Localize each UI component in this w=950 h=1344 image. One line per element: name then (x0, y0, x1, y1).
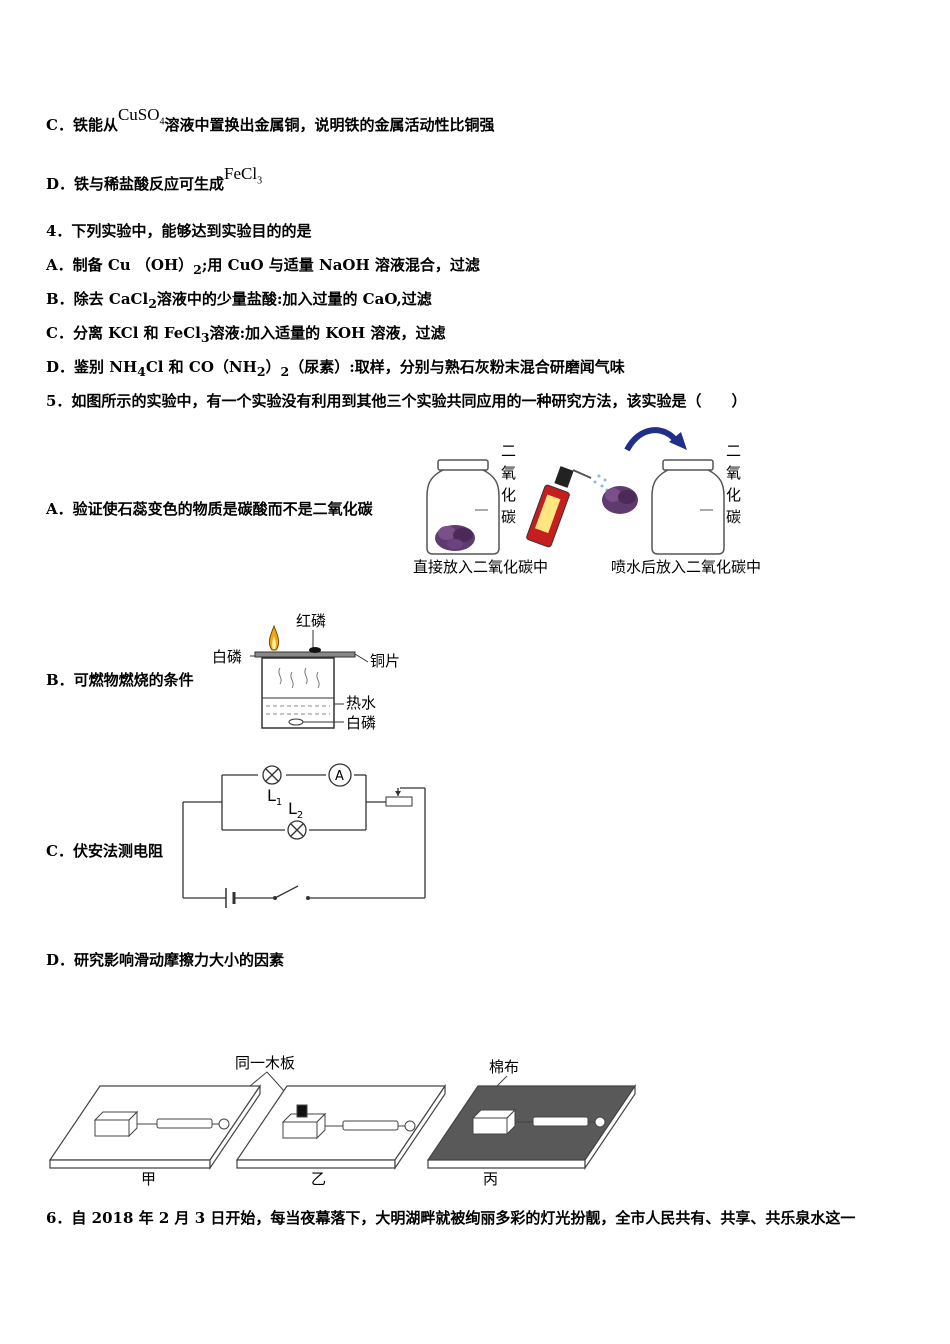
caption-direct: 直接放入二氧化碳中 (413, 558, 548, 576)
label-white-phosphorus-bottom: 白磷 (346, 714, 376, 732)
gas-label-right-2: 氧 (726, 464, 741, 482)
q4-option-d: D．鉴别 NH4Cl 和 CO（NH2）2（尿素）:取样，分别与熟石灰粉末混合研… (46, 358, 625, 379)
block-jia (93, 1110, 230, 1138)
label-bing: 丙 (483, 1170, 498, 1188)
gas-label-left-1: 二 (501, 442, 516, 460)
weight-icon (296, 1104, 308, 1118)
q3-option-c: C．铁能从CuSO4溶液中置换出金属铜，说明铁的金属活动性比铜强 (46, 105, 495, 134)
label-yi: 乙 (311, 1170, 326, 1188)
label-same-board: 同一木板 (235, 1054, 295, 1072)
switch-icon (273, 896, 310, 900)
block-yi (281, 1104, 416, 1140)
beaker (261, 657, 335, 729)
q5-option-a: A．验证使石蕊变色的物质是碳酸而不是二氧化碳 (46, 500, 373, 518)
q4-option-c: C．分离 KCl 和 FeCl3溶液:加入适量的 KOH 溶液，过滤 (46, 324, 446, 345)
q5-option-c: C．伏安法测电阻 (46, 842, 163, 860)
q5-option-b: B．可燃物燃烧的条件 (46, 671, 194, 689)
figure-d-friction: 同一木板 甲 乙 棉布 丙 (48, 1054, 637, 1188)
battery-icon (225, 888, 236, 908)
label-l1: L1 (267, 786, 282, 808)
q5-stem: 5．如图所示的实验中，有一个实验没有利用到其他三个实验共同应用的一种研究方法，该… (46, 392, 747, 410)
lamp-l2-icon (287, 820, 307, 840)
formula-cuso4: CuSO4 (117, 105, 165, 128)
figure-a-litmus: 二 氧 化 碳 直接放入二氧化碳中 二 氧 化 碳 喷水后放入二氧化碳中 (413, 427, 761, 576)
label-red-phosphorus: 红磷 (296, 612, 326, 630)
gas-label-left-3: 化 (501, 486, 516, 504)
caption-sprayed: 喷水后放入二氧化碳中 (611, 558, 761, 576)
q4-option-b: B．除去 CaCl2溶液中的少量盐酸:加入过量的 CaO,过滤 (46, 290, 432, 311)
ammeter-icon: A (328, 763, 352, 787)
litmus-flower-wet-icon (602, 486, 638, 514)
litmus-flower-left-icon (435, 525, 475, 551)
label-cotton-cloth: 棉布 (489, 1058, 519, 1076)
board-yi (235, 1084, 447, 1170)
lamp-l1-icon (262, 765, 282, 785)
gas-label-left-2: 氧 (501, 464, 516, 482)
board-jia (48, 1084, 262, 1170)
gas-label-right-1: 二 (726, 442, 741, 460)
gas-label-left-4: 碳 (501, 508, 516, 526)
gas-label-right-4: 碳 (726, 508, 741, 526)
q5-option-d: D．研究影响滑动摩擦力大小的因素 (46, 951, 285, 969)
flame-icon (268, 624, 280, 651)
jar-right (651, 459, 725, 555)
label-white-phosphorus-top: 白磷 (212, 648, 242, 666)
label-jia: 甲 (141, 1170, 156, 1188)
figure-b-combustion: 红磷 白磷 铜片 热水 白磷 (212, 612, 400, 732)
q4-stem: 4．下列实验中，能够达到实验目的的是 (46, 222, 312, 240)
formula-fecl3: FeCl3 (224, 164, 263, 187)
label-l2: L2 (288, 799, 303, 821)
figure-c-circuit: A L1 L2 (182, 763, 426, 908)
move-arrow-icon (624, 427, 680, 452)
label-copper-sheet: 铜片 (370, 652, 400, 670)
spray-bottle-icon (526, 466, 592, 548)
q4-option-a: A．制备 Cu （OH）2;用 CuO 与适量 NaOH 溶液混合，过滤 (46, 256, 480, 277)
copper-sheet (254, 651, 356, 658)
gas-label-right-3: 化 (726, 486, 741, 504)
block-bing (471, 1108, 606, 1136)
rheostat-icon (385, 796, 413, 807)
spray-mist (593, 474, 609, 492)
label-hot-water: 热水 (346, 694, 376, 712)
q6-stem: 6．自 2018 年 2 月 3 日开始，每当夜幕落下，大明湖畔就被绚丽多彩的灯… (46, 1209, 856, 1227)
q3-option-d: D．铁与稀盐酸反应可生成FeCl3 (46, 164, 263, 193)
board-bing (426, 1084, 637, 1170)
ammeter-label: A (335, 769, 344, 784)
jar-left (426, 459, 500, 555)
